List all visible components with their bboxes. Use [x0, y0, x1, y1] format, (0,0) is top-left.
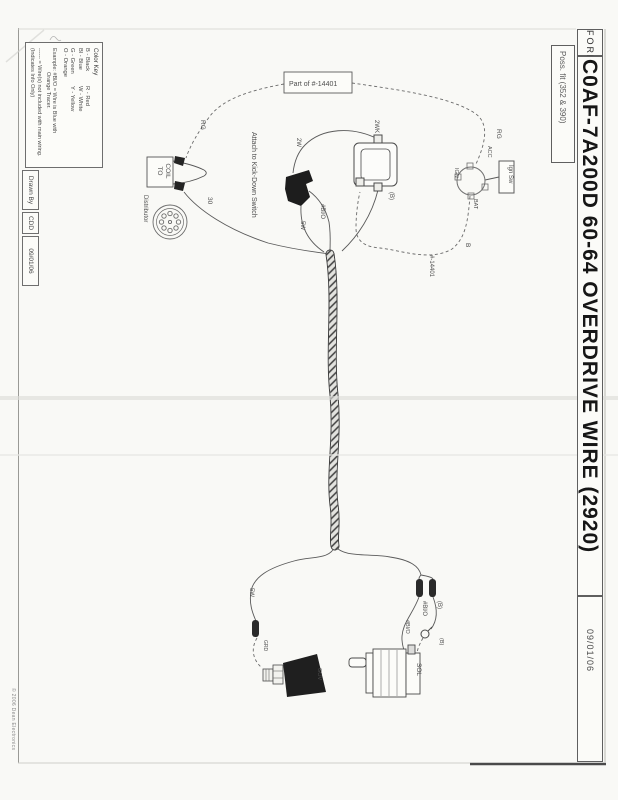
key-entry: O - Orange	[61, 48, 68, 77]
wire-30-label: 30	[206, 197, 213, 205]
ground-note-label: GRD	[262, 640, 268, 652]
overdrive-relay	[353, 134, 398, 192]
ignition-switch	[454, 160, 515, 200]
wire-ring-dashed-path	[416, 637, 424, 656]
coil-label-line1: TO	[156, 167, 163, 176]
wire-5w-lower-path	[249, 545, 336, 622]
wire-2w-label: 2W	[295, 138, 301, 147]
drawn-by-label: Drawn By	[27, 175, 34, 205]
wire-rg-left-label: RG	[199, 120, 206, 130]
wire-30-path	[183, 191, 330, 255]
key-example-line2: Orange Tracer.	[44, 72, 51, 109]
wire-rg-right-label: RG	[495, 129, 502, 139]
part-of-label: Part of #-14401	[289, 81, 337, 88]
ring-terminal	[420, 626, 433, 639]
coil-terminal-top	[174, 156, 185, 166]
coil-label-line2: COIL	[164, 163, 171, 179]
date-strip: 09/01/06	[577, 596, 603, 762]
harness-part-label: #-14401	[428, 255, 434, 278]
key-entry: B - Black	[84, 48, 90, 72]
solenoid-label: SOL	[415, 663, 422, 676]
color-key-box: Color Key B - Black Bl - Blue G - Green …	[25, 42, 103, 168]
wire-5w-upper-path	[300, 205, 325, 253]
wire-b-feed-path	[355, 191, 471, 256]
color-key-left-column: B - Black Bl - Blue G - Green O - Orange	[60, 48, 90, 77]
coil-terminal-bottom	[174, 181, 185, 191]
term-acc-label: ACC	[486, 146, 492, 158]
ring-b-label: (B)	[438, 638, 444, 646]
coil	[146, 156, 207, 191]
wire-rg-left-path	[185, 83, 285, 159]
term-ign-label: IGN	[453, 168, 459, 178]
solenoid	[348, 644, 421, 698]
relay-ground-label: (B)	[388, 192, 394, 200]
part-of-box	[283, 71, 353, 94]
key-entry: W - White	[76, 86, 83, 112]
bullet-connectors	[252, 579, 436, 637]
wire-blo-lower-label: #Bl/O	[421, 601, 427, 616]
color-key-columns: B - Black Bl - Blue G - Green O - Orange…	[60, 48, 90, 162]
copyright-text: © 2006 Dean Electronics	[5, 688, 16, 751]
main-harness	[325, 249, 340, 551]
drawn-by-initials: CDD	[27, 215, 34, 231]
key-entry: Y - Yellow	[69, 86, 76, 112]
key-note-line1: ------ = Wire(s) not included with main …	[35, 48, 42, 157]
ign-sw-box	[498, 160, 515, 194]
key-entry: R - Red	[84, 86, 90, 106]
governor	[262, 654, 326, 697]
key-example-line1: Example: #Bl/O = Wire is Blue with	[51, 48, 58, 134]
wire-b-lower-label: (B)	[436, 601, 442, 609]
copyright-label: © 2006 Dean Electronics	[10, 688, 16, 751]
term-bat-label: BAT	[472, 199, 478, 210]
possible-fit-box: Poss. fit (352 & 390)	[551, 45, 575, 163]
wire-blo-sol-label: #Bl/O	[404, 620, 410, 634]
bullet-5w	[252, 620, 259, 637]
title-strip: C0AF-7A200D 60-64 OVERDRIVE WIRE (2920)	[577, 56, 603, 596]
wire-blo-upper-path	[308, 190, 331, 253]
diagram-labels: Part of #-14401 RG RG 2WK 2W (B) B #-144…	[142, 81, 513, 681]
solid-wires	[183, 130, 500, 660]
governor-label: GOV	[316, 668, 322, 681]
wire-ground-dashed-path	[252, 637, 263, 669]
wire-blo-upper-label: #Bl/O	[319, 204, 325, 219]
distributor-label: Distributor	[142, 195, 148, 222]
attach-note-label: Attach to Kick-Down Switch	[250, 132, 257, 218]
wire-5w-upper-label: 5W	[299, 221, 305, 230]
wire-rg-right-path	[351, 82, 486, 165]
wire-b-ring-path	[430, 596, 437, 630]
possible-fit-label: Poss. fit (352 & 390)	[558, 51, 567, 124]
key-entry: G - Green	[69, 48, 76, 74]
color-key-right-column: R - Red W - White Y - Yellow	[60, 86, 90, 111]
wire-relay-ground-path	[341, 189, 379, 252]
color-key-note: ------ = Wire(s) not included with main …	[28, 48, 42, 162]
kickdown-connector	[285, 170, 313, 206]
bullet-blo	[416, 579, 423, 597]
color-key-title: Color Key	[92, 48, 99, 76]
page-title: C0AF-7A200D 60-64 OVERDRIVE WIRE (2920)	[578, 59, 601, 554]
brand-box: FORD	[577, 29, 603, 64]
drawn-by-initials-box: CDD	[22, 212, 39, 234]
bullet-b	[429, 579, 436, 597]
ign-sw-link-path	[484, 176, 500, 181]
color-key-example: Example: #Bl/O = Wire is Blue with Orang…	[44, 48, 58, 162]
drawn-date-box: 09/01/06	[22, 236, 39, 286]
wire-split-b-path	[420, 574, 434, 580]
wire-5w-lower-label: 5W	[248, 588, 254, 597]
date-right: 09/01/06	[585, 629, 595, 673]
key-note-line2: (Indicates Info Only)	[28, 48, 35, 98]
wire-split-a-path	[418, 574, 422, 580]
drawn-date: 09/01/06	[27, 248, 34, 274]
key-entry: Bl - Blue	[76, 48, 83, 70]
wire-b-label: B	[464, 243, 471, 247]
page-border	[18, 28, 606, 764]
ign-sw-label: Ign Sw	[507, 165, 513, 184]
drawn-by-box: Drawn By	[22, 170, 39, 210]
wire-2wk-label: 2WK	[373, 120, 379, 133]
wire-2wk-path	[292, 130, 379, 174]
distributor	[152, 204, 188, 240]
wire-right-branch-path	[334, 545, 422, 576]
